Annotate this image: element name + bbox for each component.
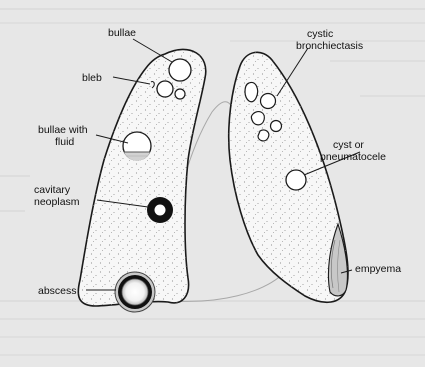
label-cyst-or-pneumatocele: cyst or [333,139,364,151]
label-bullae: bullae [108,27,136,39]
label-empyema: empyema [355,263,401,275]
bullae-small [175,89,185,99]
label-cystic-bronchiectasis-2: bronchiectasis [296,40,363,52]
label-cyst-or-pneumatocele-2: pneumatocele [320,151,386,163]
label-cystic-bronchiectasis: cystic [307,28,333,40]
bullae-medium [157,81,173,97]
bullae-with-fluid-lesion [123,132,151,161]
label-bleb: bleb [82,72,102,84]
label-cavitary-neoplasm-2: neoplasm [34,196,80,208]
label-bullae-with-fluid: bullae with [38,124,88,136]
label-abscess: abscess [38,285,77,297]
label-bullae-with-fluid-2: fluid [55,136,74,148]
cyst-pneumatocele-lesion [286,170,306,190]
abscess-lesion [115,272,155,312]
cavitary-neoplasm-lesion [147,197,173,223]
label-cavitary-neoplasm: cavitary [34,184,71,196]
bullae-large [169,59,191,81]
background-page-text [0,8,425,356]
